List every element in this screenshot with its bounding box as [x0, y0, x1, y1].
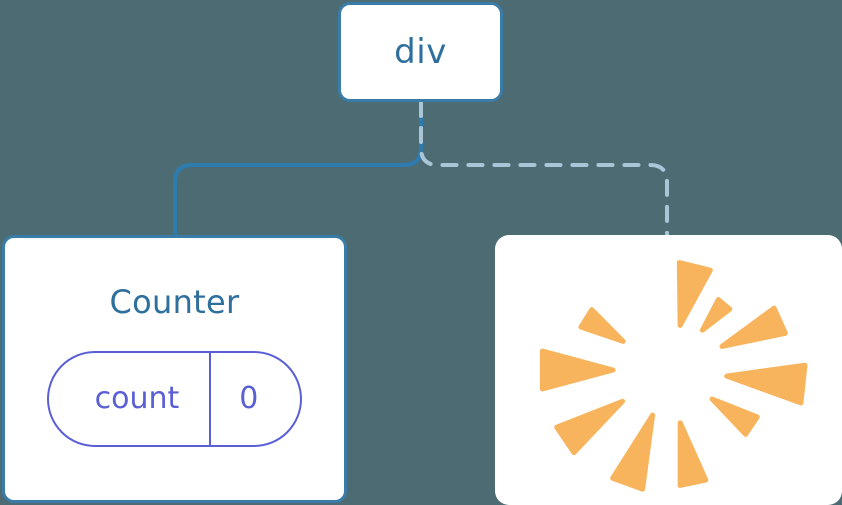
node-sparkle[interactable] — [495, 235, 842, 505]
node-div-title: div — [394, 32, 447, 72]
sparkle-ray-4 — [723, 362, 807, 406]
edge-div-to-counter — [173, 100, 423, 239]
state-pill-count[interactable]: count 0 — [46, 351, 303, 447]
sparkle-ray-8 — [553, 398, 625, 456]
sparkle-ray-9 — [539, 348, 615, 392]
sparkle-ray-1 — [676, 260, 713, 328]
edge-div-to-sparkle — [419, 100, 669, 239]
sparkle-ray-7 — [609, 412, 655, 492]
sparkle-ray-2 — [699, 297, 732, 333]
state-pill-key: count — [94, 381, 180, 416]
sparkle-ray-6 — [677, 420, 708, 488]
node-counter-title: Counter — [109, 283, 240, 321]
sparkle-ray-5 — [709, 396, 760, 437]
sparkle-ray-3 — [718, 305, 788, 349]
node-counter[interactable]: Counter count 0 — [2, 235, 347, 503]
state-pill-value: 0 — [239, 381, 259, 416]
sparkle-ray-10 — [577, 307, 626, 344]
sparkle-burst-icon — [539, 260, 807, 492]
state-pill-divider — [209, 353, 212, 445]
node-div[interactable]: div — [338, 2, 503, 102]
